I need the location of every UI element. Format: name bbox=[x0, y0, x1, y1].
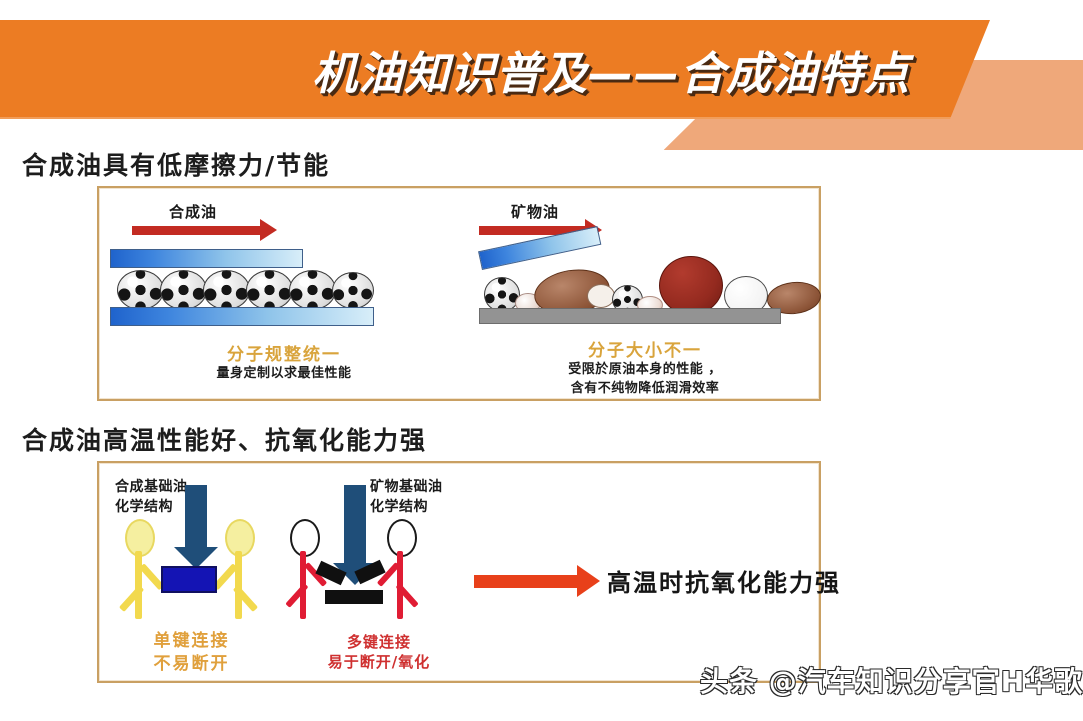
panel-friction-comparison: 合成油 分子规整统一 量身定制以求最佳性能 矿物油 bbox=[97, 186, 823, 401]
soccer-ball bbox=[289, 270, 336, 310]
synthetic-bond-caption-line2: 不易断开 bbox=[153, 653, 230, 674]
conclusion-text: 高温时抗氧化能力强 bbox=[607, 569, 841, 597]
synthetic-structure-label-line1: 合成基础油 bbox=[115, 479, 188, 495]
mineral-structure-label: 矿物基础油 化学结构 bbox=[370, 477, 443, 518]
synthetic-flow-label: 合成油 bbox=[169, 203, 218, 221]
mineral-caption-sub-line1: 受限於原油本身的性能 ， bbox=[568, 362, 722, 377]
banner-main-shape bbox=[0, 20, 990, 119]
synthetic-lower-surface bbox=[110, 307, 374, 326]
mineral-flow-label: 矿物油 bbox=[511, 203, 560, 221]
mineral-bond-caption-line1: 多键连接 bbox=[346, 633, 411, 651]
mineral-base-surface bbox=[479, 308, 781, 324]
mineral-caption-block: 分子大小不一 受限於原油本身的性能 ， 含有不纯物降低润滑效率 bbox=[469, 336, 821, 399]
synthetic-atom-left bbox=[125, 519, 155, 557]
synthetic-molecule-row bbox=[117, 268, 417, 310]
section-heading-thermal: 合成油高温性能好、抗氧化能力强 bbox=[22, 426, 428, 455]
mineral-structure-label-line2: 化学结构 bbox=[370, 499, 428, 516]
soccer-ball bbox=[246, 270, 293, 310]
diagram-synthetic-molecule: 合成基础油 化学结构 单键连接 不易断开 bbox=[99, 463, 284, 681]
diagram-mineral-molecule: 矿物基础油 化学结构 多键连接 易于断开/氧化 bbox=[284, 463, 499, 681]
synthetic-flow-arrow bbox=[132, 219, 277, 241]
soccer-ball bbox=[160, 270, 207, 310]
mineral-caption-title: 分子大小不一 bbox=[588, 341, 702, 361]
watermark: 头条 @汽车知识分享官H华歌 bbox=[700, 665, 1083, 698]
synthetic-single-bond-block bbox=[161, 566, 217, 593]
synthetic-atom-right bbox=[225, 519, 255, 557]
synthetic-heat-arrow bbox=[174, 485, 218, 569]
mineral-bond-caption: 多键连接 易于断开/氧化 bbox=[284, 632, 474, 673]
mineral-bond-caption-line2: 易于断开/氧化 bbox=[327, 653, 431, 672]
diagram-synthetic-friction: 合成油 分子规整统一 量身定制以求最佳性能 bbox=[99, 188, 469, 399]
page-title: 机油知识普及——合成油特点 bbox=[311, 47, 910, 100]
soccer-ball bbox=[332, 272, 374, 309]
synthetic-caption-title: 分子规整统一 bbox=[227, 345, 341, 365]
mineral-broken-bond-base bbox=[325, 590, 383, 604]
mineral-structure-label-line1: 矿物基础油 bbox=[370, 479, 443, 495]
synthetic-structure-label: 合成基础油 化学结构 bbox=[115, 477, 188, 518]
mineral-caption-sub-line2: 含有不纯物降低润滑效率 bbox=[570, 380, 720, 396]
panel-molecular-structure: 合成基础油 化学结构 单键连接 不易断开 矿物基础油 化学结构 bbox=[97, 461, 839, 683]
synthetic-bond-caption-line1: 单键连接 bbox=[153, 631, 230, 651]
soccer-ball bbox=[484, 277, 520, 312]
soccer-ball bbox=[203, 270, 250, 310]
mineral-atom-left bbox=[290, 519, 320, 557]
synthetic-upper-surface bbox=[110, 249, 303, 268]
mineral-heat-arrow bbox=[333, 485, 377, 585]
section-heading-friction: 合成油具有低摩擦力/节能 bbox=[22, 151, 331, 180]
basketball bbox=[659, 256, 723, 315]
soccer-ball bbox=[117, 270, 164, 310]
synthetic-bond-caption: 单键连接 不易断开 bbox=[99, 630, 284, 676]
conclusion-arrow bbox=[474, 565, 600, 597]
diagram-mineral-friction: 矿物油 分子大小不一 受限於原油本身的性能 ， 含有不纯物降低润滑效率 bbox=[469, 188, 823, 399]
header-banner: 机油知识普及——合成油特点 bbox=[0, 0, 1083, 150]
synthetic-caption-block: 分子规整统一 量身定制以求最佳性能 bbox=[99, 340, 469, 384]
synthetic-caption-sub: 量身定制以求最佳性能 bbox=[216, 366, 352, 381]
synthetic-structure-label-line2: 化学结构 bbox=[115, 499, 173, 516]
football-tip bbox=[587, 284, 615, 308]
mineral-molecule-row bbox=[479, 248, 823, 320]
